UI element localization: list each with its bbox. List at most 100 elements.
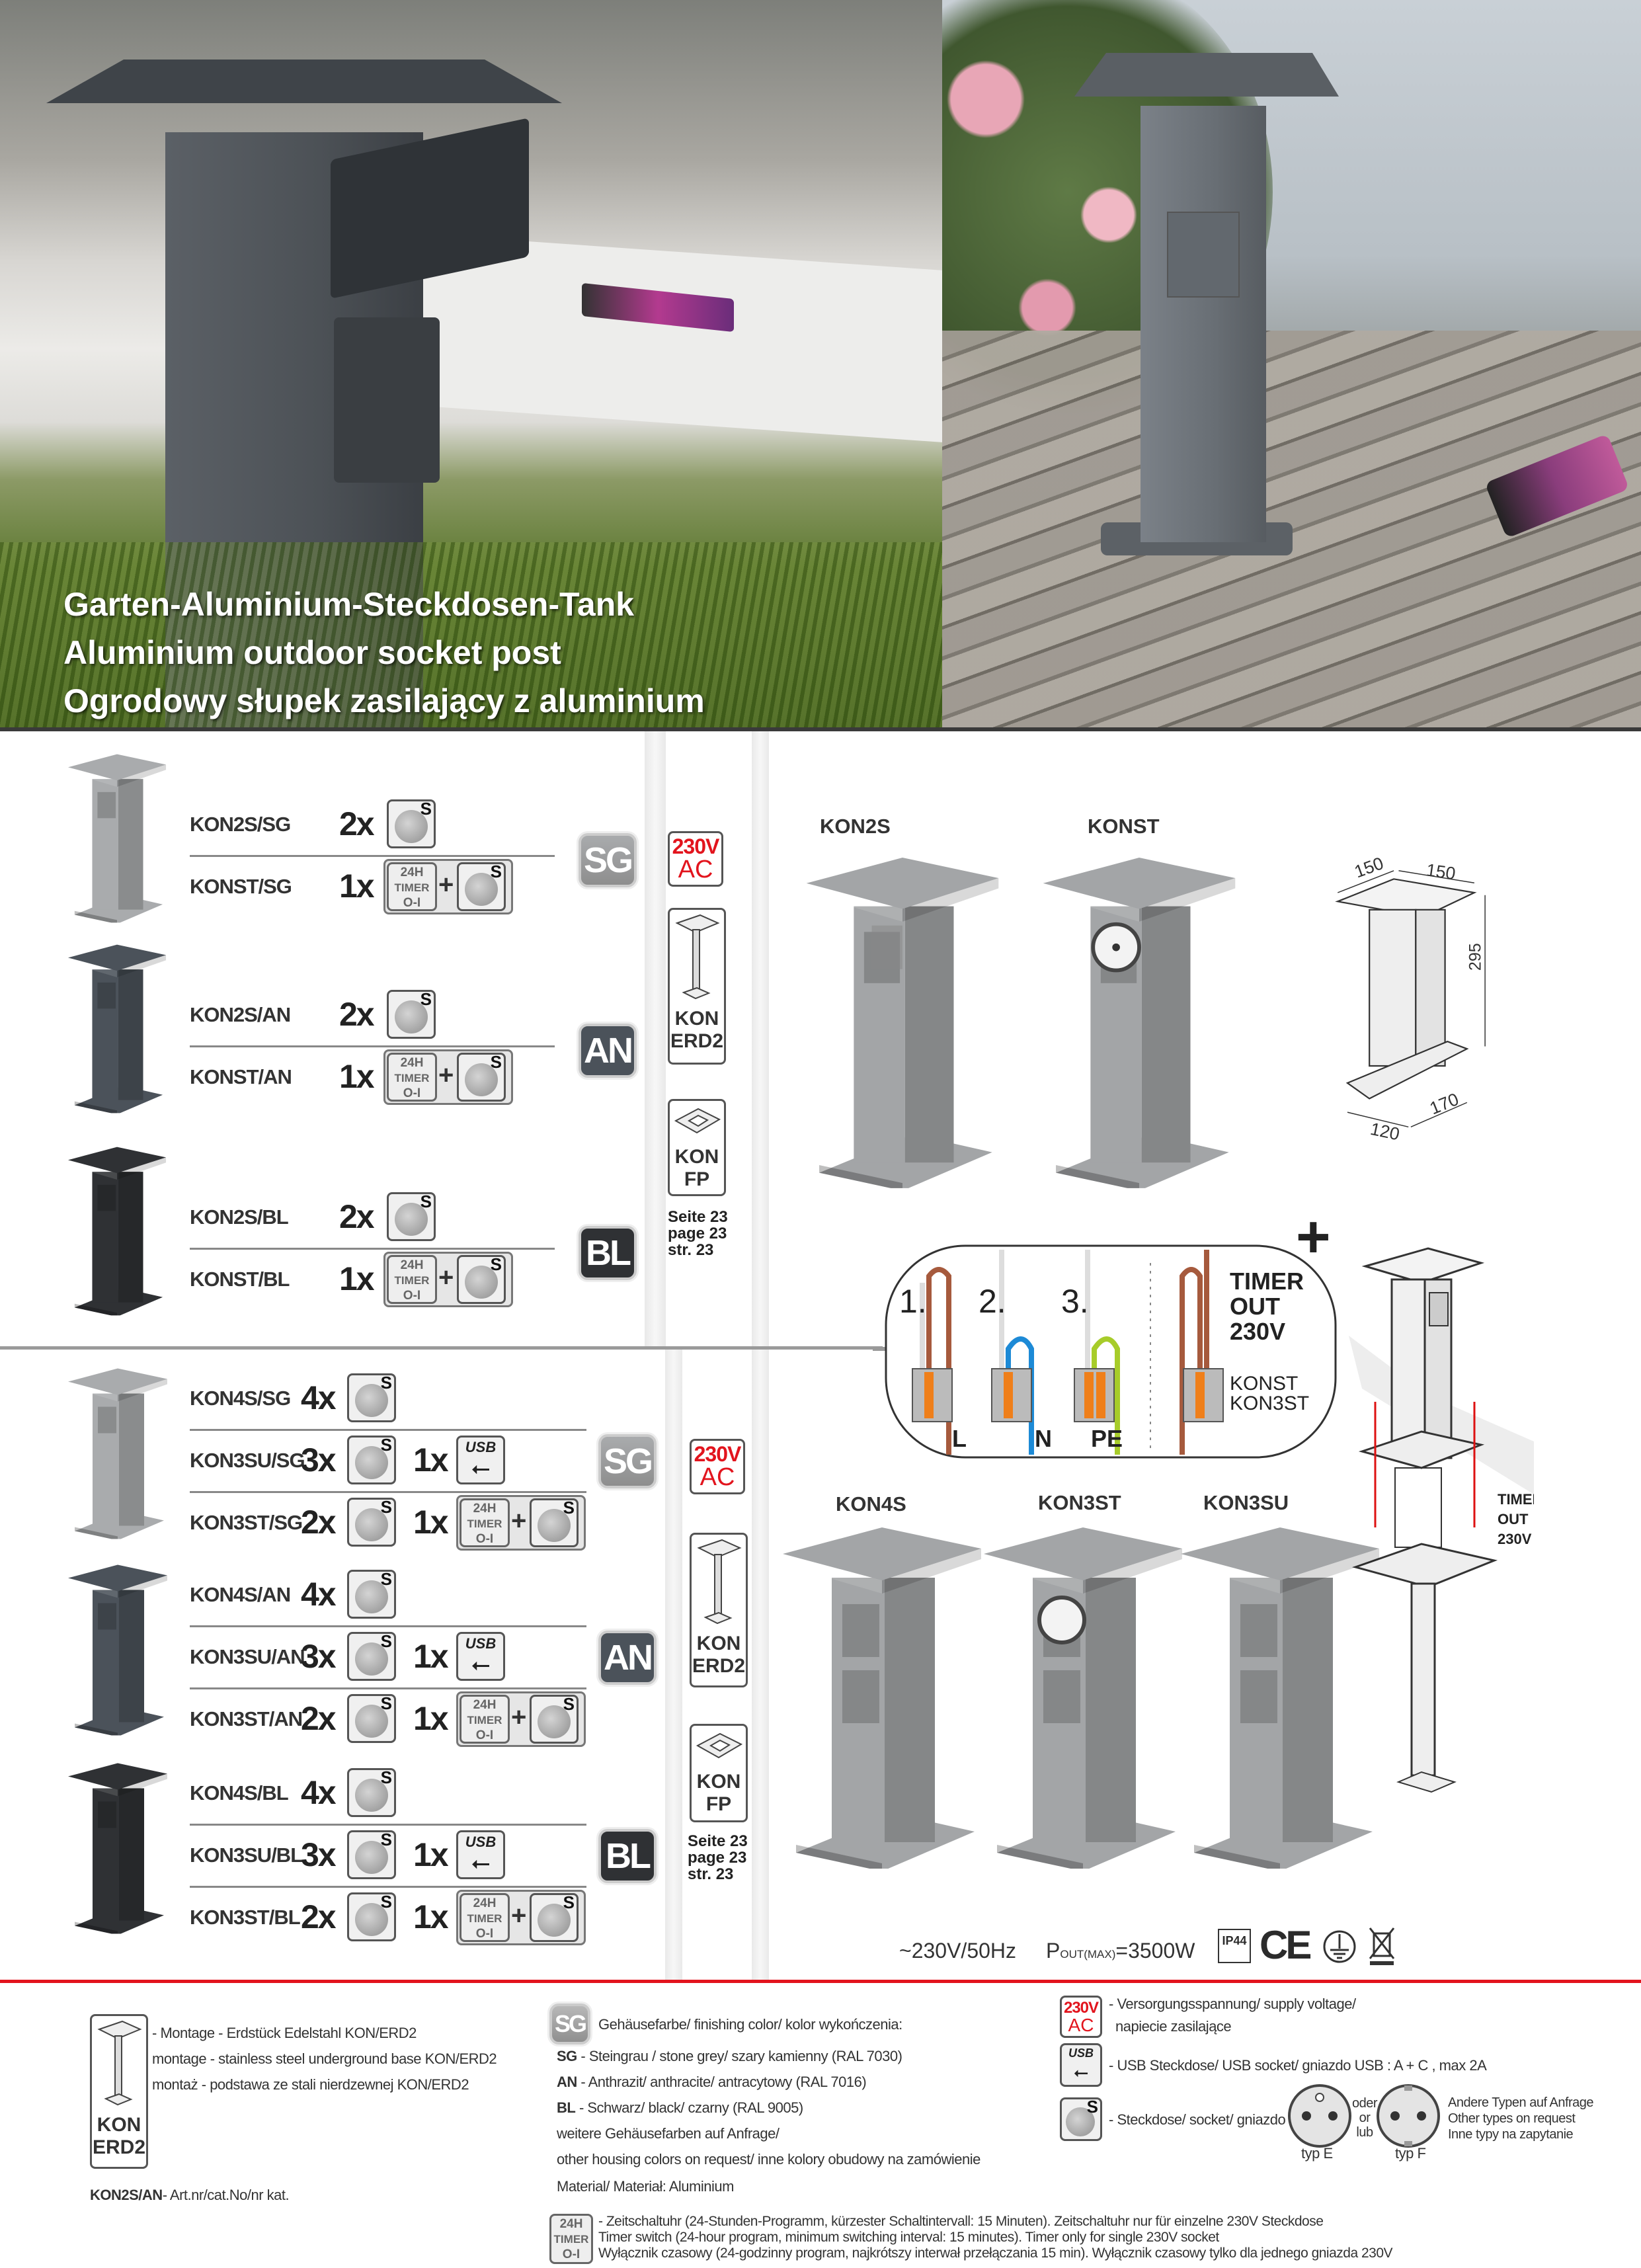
product-code: KONST/AN [190, 1065, 292, 1088]
legend-timer-text: - Zeitschaltuhr (24-Stunden-Programm, kü… [598, 2214, 1393, 2261]
timer-label: TIMER [467, 1912, 502, 1925]
socket-icon: S [347, 1767, 396, 1817]
quantity-2: 1x [413, 1504, 449, 1541]
quantity-2: 1x [413, 1441, 449, 1478]
quantity: 1x [339, 868, 375, 905]
exploded-label: OUT [1498, 1511, 1529, 1527]
color-code: AN [557, 2074, 577, 2090]
red-divider [0, 1980, 1641, 1983]
column-band [665, 1349, 682, 1981]
usb-symbol-icon: ⭠ [471, 1650, 491, 1678]
quantity: 2x [301, 1898, 337, 1935]
legend-line: Timer switch (24-hour program, minimum s… [598, 2230, 1219, 2245]
usb-icon: USB⭠ [456, 1436, 505, 1484]
color-badge-bl: BL [579, 1226, 637, 1280]
wiring-model: KONST [1230, 1373, 1298, 1395]
product-render-kon3su [1174, 1518, 1386, 1875]
grass [0, 542, 942, 727]
legend-line: montaż - podstawa ze stali nierdzewnej K… [152, 2076, 469, 2093]
section-divider [0, 1346, 883, 1350]
product-code: KON3SU/SG [190, 1449, 305, 1472]
socket-disc [395, 1203, 428, 1236]
socket-icon: S [347, 1569, 396, 1619]
dim-height: 295 [1466, 943, 1484, 971]
plus-icon: + [511, 1901, 527, 1930]
usb-label: USB [465, 1834, 497, 1850]
artnr-code: KON2S/AN [90, 2187, 163, 2203]
product-code: KON3SU/BL [190, 1843, 303, 1867]
hero-photo-deck [942, 0, 1641, 727]
row-separator [190, 855, 555, 857]
socket-mark: S [490, 862, 502, 881]
socket-mark: S [563, 1892, 575, 1912]
timer-24h: 24H [473, 1698, 497, 1712]
spec-power-sub: OUT(MAX) [1060, 1948, 1116, 1961]
accessory-label: KON [696, 1771, 741, 1793]
socket-mark: S [420, 799, 432, 819]
usb-symbol-icon: ⭠ [471, 1849, 491, 1876]
socket-disc [355, 1580, 388, 1613]
socket-icon: S [347, 1373, 396, 1422]
socket-disc [355, 1841, 388, 1874]
socket-disc [355, 1446, 388, 1479]
floor-plate-icon [696, 1732, 743, 1759]
socket-icon: S [387, 799, 436, 848]
timer-24h: 24H [559, 2217, 583, 2231]
accessory-label: KON [674, 1008, 719, 1030]
or-en: or [1359, 2111, 1371, 2125]
socket-disc [465, 873, 498, 906]
ground-spike-icon [697, 1539, 742, 1625]
row-separator [190, 1429, 586, 1431]
accessory-label: ERD2 [670, 1030, 724, 1052]
column-band [752, 731, 769, 1981]
dim-top-right: 150 [1425, 860, 1457, 883]
accessory-label: FP [684, 1168, 710, 1190]
wire-label-n: N [1035, 1425, 1052, 1452]
weee-bin-icon [1369, 1927, 1395, 1965]
socket-disc [538, 1904, 571, 1937]
quantity: 3x [301, 1638, 337, 1675]
accessory-label: ERD2 [692, 1655, 746, 1677]
legend-socket-icon: S [1060, 2097, 1102, 2141]
timer-24h: 24H [400, 1056, 424, 1070]
page-ref-en: page 23 [688, 1849, 747, 1867]
quantity: 2x [339, 1198, 375, 1235]
timer-out-label: TIMER [1230, 1268, 1304, 1295]
socket-disc [355, 1705, 388, 1738]
socket-icon: S [347, 1693, 396, 1743]
plus-icon: + [511, 1506, 527, 1535]
timer-out-label: OUT [1230, 1293, 1280, 1320]
accessory-label: ERD2 [92, 2136, 146, 2158]
dimension-drawing: 150 150 295 120 170 [1335, 853, 1486, 1144]
floor-plate-icon [674, 1108, 721, 1134]
legend-color-item: AN - Anthrazit/ anthracite/ antracytowy … [557, 2069, 981, 2095]
accessory-label: KON [674, 1146, 719, 1168]
color-desc: - Schwarz/ black/ czarny (RAL 9005) [575, 2099, 803, 2116]
product-code: KON4S/SG [190, 1387, 291, 1410]
socket-icon: S [387, 989, 436, 1039]
dim-base-right: 170 [1427, 1089, 1461, 1118]
wire-label-l: L [952, 1425, 967, 1452]
legend-line: Other types on request [1448, 2111, 1576, 2126]
voltage-type: AC [678, 856, 713, 883]
legend-sg-badge: SG [549, 2004, 590, 2045]
legend-usb-text: - USB Steckdose/ USB socket/ gniazdo USB… [1109, 2057, 1487, 2074]
dim-top-left: 150 [1352, 853, 1386, 881]
exploded-label: TIMER [1498, 1491, 1534, 1508]
timer-oi: O-I [475, 1728, 494, 1742]
post-thumbnail [65, 942, 169, 1114]
legend-color-list: SG - Steingrau / stone grey/ szary kamie… [557, 2043, 981, 2199]
page-ref-en: page 23 [668, 1225, 727, 1242]
plus-icon: + [438, 870, 454, 899]
type-f-label: typ F [1395, 2145, 1426, 2162]
socket-disc [355, 1508, 388, 1541]
